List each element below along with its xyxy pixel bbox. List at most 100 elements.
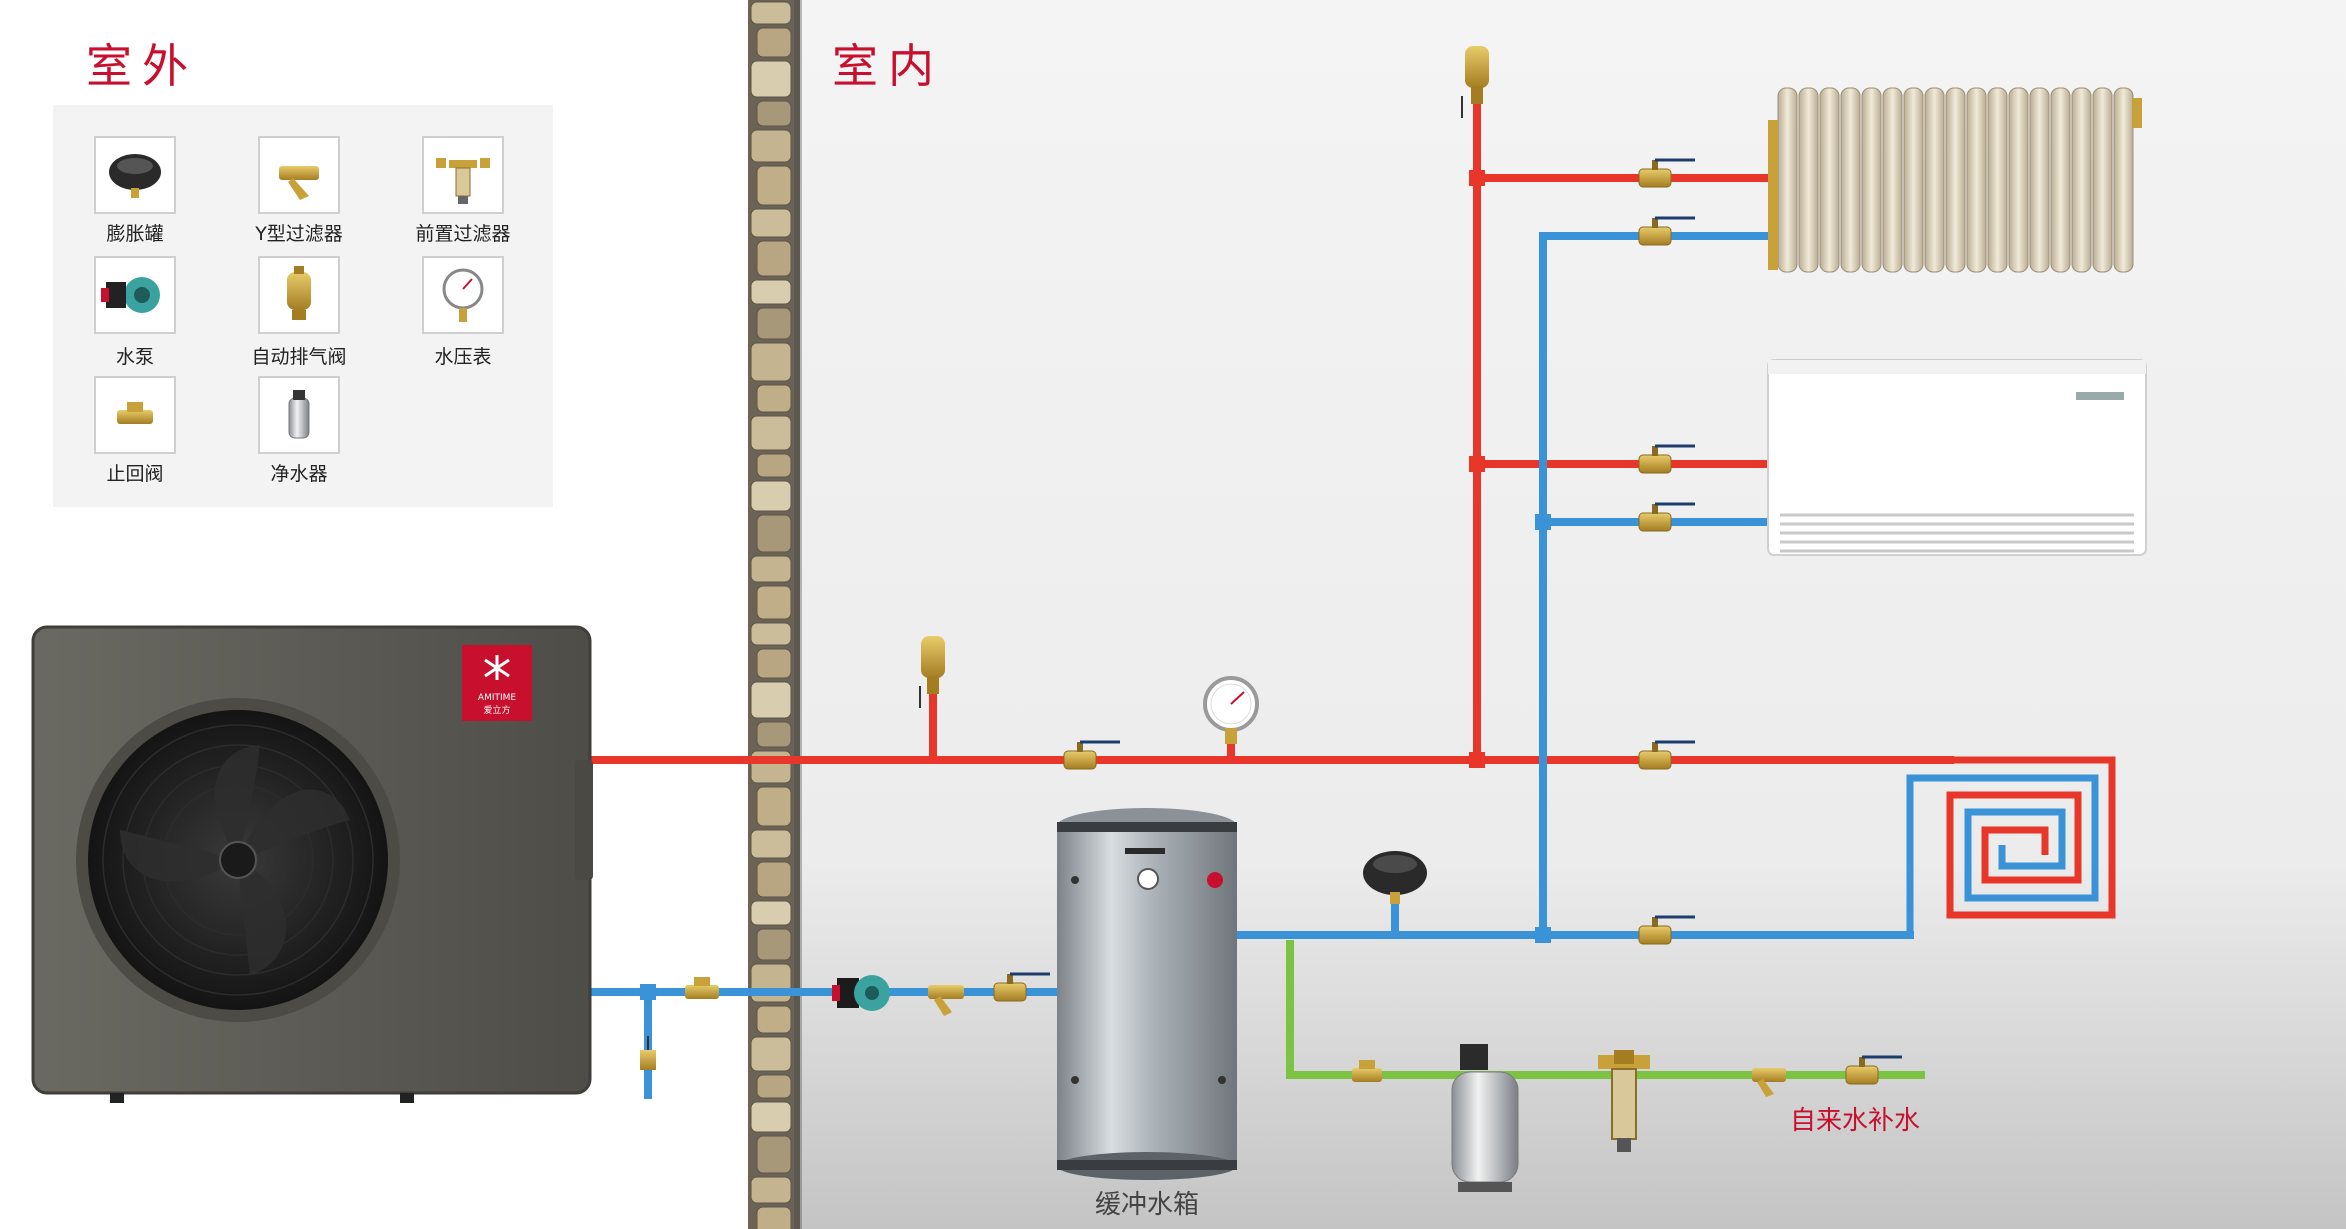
legend-label-water-pump: 水泵 xyxy=(115,346,154,368)
brand-logo: AMITIME 爱立方 xyxy=(462,645,532,721)
radiator-fin xyxy=(2071,87,2092,273)
radiator-fin xyxy=(2029,87,2050,273)
wall-stone xyxy=(750,1101,792,1133)
ball-valves xyxy=(993,158,1902,1085)
radiator-fin xyxy=(1777,87,1798,273)
legend-label-pressure-gauge: 水压表 xyxy=(434,346,492,368)
wall-stone xyxy=(756,240,792,277)
expansion-tank-icon xyxy=(94,136,176,214)
ball-valve xyxy=(1063,740,1120,770)
wall-stone xyxy=(756,27,792,58)
wall-stone xyxy=(756,100,792,127)
radiator-fin xyxy=(2092,87,2113,273)
y-strainer xyxy=(928,985,964,1016)
buffer-tank xyxy=(1057,808,1247,1180)
legend-label-water-purifier: 净水器 xyxy=(270,463,328,485)
wall-stone xyxy=(750,415,792,451)
radiator-fin xyxy=(1987,87,2008,273)
wall-stone xyxy=(750,963,792,1003)
floor-heating-coil xyxy=(1906,756,2116,935)
ball-valve xyxy=(1638,444,1695,474)
ball-valve xyxy=(1638,740,1695,770)
pre-filter xyxy=(1598,1050,1650,1152)
check-valve-supply xyxy=(1352,1060,1382,1082)
tap-water-label: 自来水补水 xyxy=(1790,1106,1921,1136)
wall-stone xyxy=(750,622,792,646)
brand-logo-text: AMITIME xyxy=(478,693,516,703)
air-vent-valve-riser xyxy=(1461,46,1489,118)
radiator-fin xyxy=(2050,87,2071,273)
wall-stone xyxy=(750,1,792,25)
ball-valve xyxy=(1638,502,1695,532)
air-vent-valve-main xyxy=(919,636,945,708)
legend-icons xyxy=(94,136,504,454)
pressure-gauge-icon xyxy=(422,256,504,334)
check-valve-icon xyxy=(94,376,176,454)
wall-stone xyxy=(750,129,792,163)
stone-wall xyxy=(748,0,802,1229)
wall-stone xyxy=(756,928,792,961)
wall-stone xyxy=(756,861,792,898)
radiator-fin xyxy=(1840,87,1861,273)
pre-filter-icon xyxy=(422,136,504,214)
buffer-tank-label: 缓冲水箱 xyxy=(1095,1190,1200,1220)
supply-water-pipe xyxy=(1286,940,1925,1079)
wall-stone xyxy=(750,750,792,784)
water-purifier xyxy=(1451,1044,1519,1192)
wall-stone xyxy=(750,900,792,926)
water-purifier-icon xyxy=(258,376,340,454)
wall-stone xyxy=(756,1206,792,1229)
fan-coil-unit xyxy=(1767,359,2147,556)
wall-stone xyxy=(756,514,792,553)
hot-pipes xyxy=(586,96,1954,764)
wall-stone xyxy=(750,342,792,382)
wall-stone xyxy=(750,1036,792,1072)
wall-stone xyxy=(750,60,792,98)
legend-label-pre-filter: 前置过滤器 xyxy=(415,223,511,245)
wall-stone xyxy=(756,721,792,748)
air-vent-valve-icon xyxy=(258,256,340,334)
outdoor-label: 室外 xyxy=(86,39,198,93)
radiator-fin xyxy=(1861,87,1882,273)
water-pump-icon xyxy=(94,256,176,334)
wall-stone xyxy=(750,480,792,512)
radiator-fin xyxy=(1924,87,1945,273)
wall-stone xyxy=(750,829,792,859)
wall-stone xyxy=(756,786,792,827)
wall-stone xyxy=(756,1135,792,1174)
water-pump xyxy=(832,975,890,1011)
ball-valve xyxy=(1638,216,1695,246)
wall-stone xyxy=(750,208,792,238)
legend-label-check-valve: 止回阀 xyxy=(106,463,164,485)
radiator-fin xyxy=(1798,87,1819,273)
heat-pump-unit: AMITIME 爱立方 xyxy=(31,625,593,1103)
ball-valve xyxy=(1638,915,1695,945)
ball-valve xyxy=(1845,1055,1902,1085)
indoor-label: 室内 xyxy=(832,39,944,93)
radiator-fin xyxy=(1882,87,1903,273)
radiator-fin xyxy=(1945,87,1966,273)
wall-stone xyxy=(750,1176,792,1204)
check-valve-outdoor xyxy=(685,977,719,999)
wall-stone xyxy=(756,585,792,620)
wall-stone xyxy=(756,307,792,340)
wall-stone xyxy=(756,384,792,413)
legend-label-air-vent-valve: 自动排气阀 xyxy=(251,346,347,368)
drain-valve xyxy=(640,1036,656,1070)
ball-valve xyxy=(993,972,1050,1002)
radiator xyxy=(1768,87,2142,273)
wall-stone xyxy=(756,453,792,478)
wall-stone xyxy=(756,1074,792,1099)
wall-stone xyxy=(750,279,792,305)
radiator-fin xyxy=(2008,87,2029,273)
wall-stone xyxy=(750,681,792,719)
ball-valve xyxy=(1638,158,1695,188)
brand-logo-subtext: 爱立方 xyxy=(483,704,510,716)
expansion-tank xyxy=(1363,851,1427,904)
wall-stone xyxy=(756,1005,792,1034)
y-strainer-icon xyxy=(258,136,340,214)
pipe-tees xyxy=(640,170,1551,1000)
y-strainer-supply xyxy=(1752,1068,1786,1097)
radiator-fin xyxy=(1966,87,1987,273)
wall-stone xyxy=(756,648,792,679)
